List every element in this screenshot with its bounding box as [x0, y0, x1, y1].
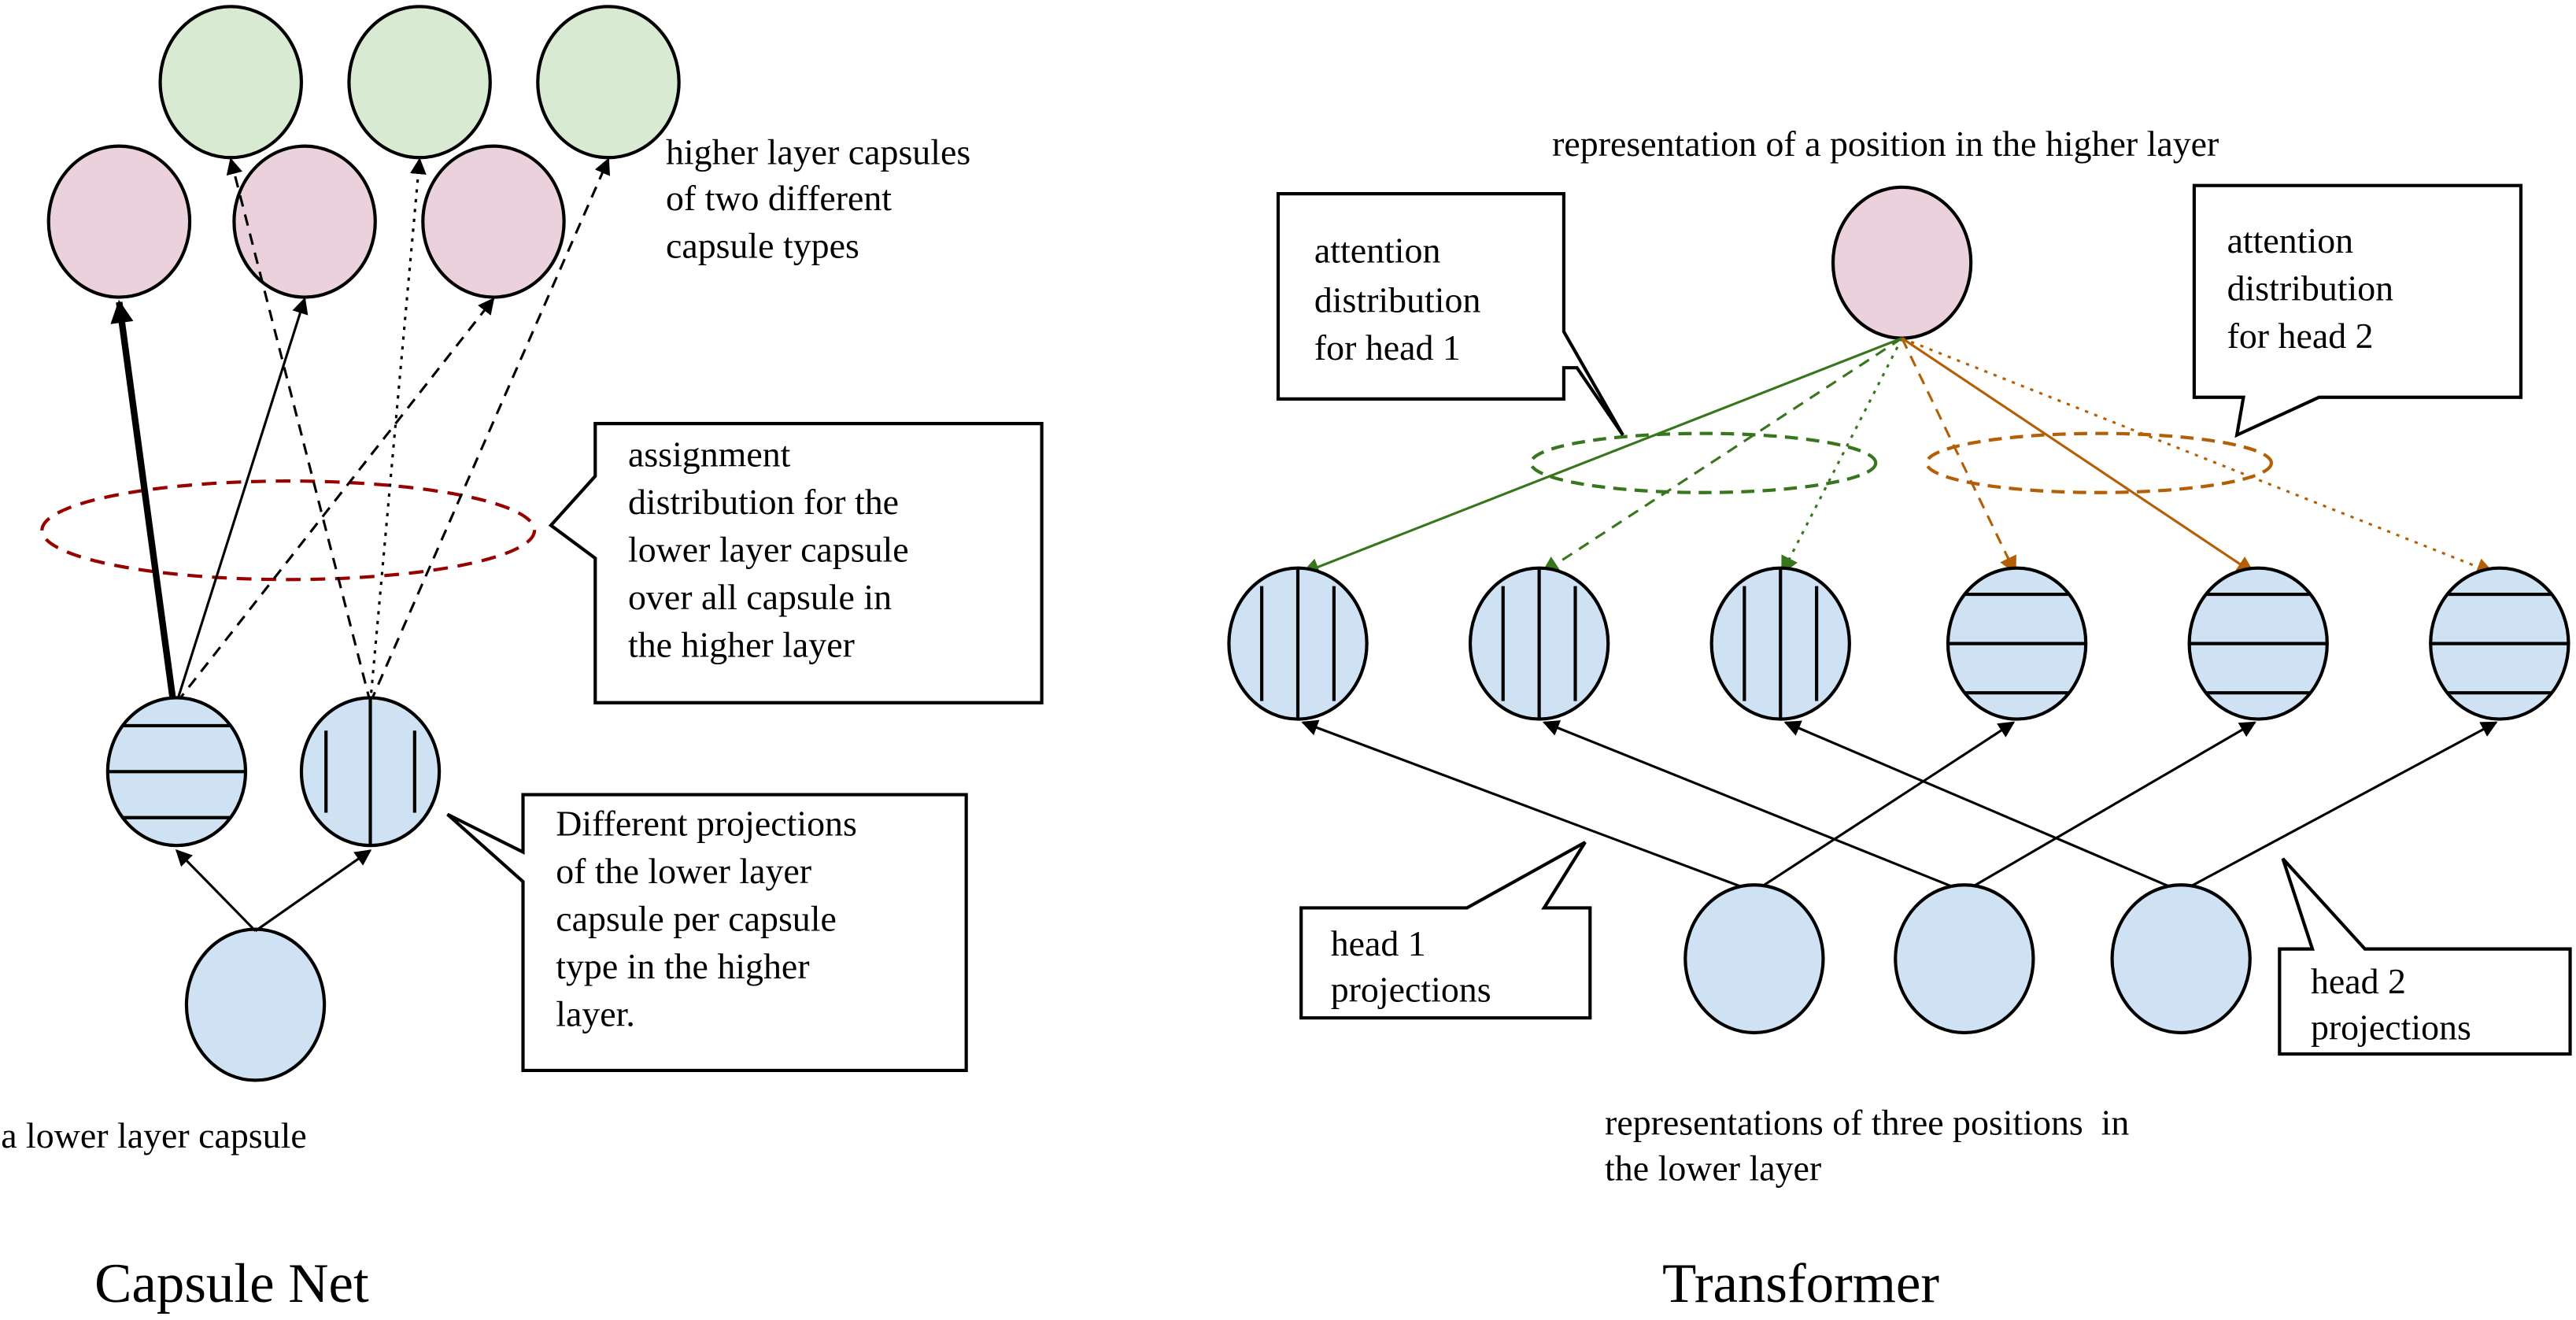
- lower-position-node: [1683, 883, 1825, 1035]
- head1-projected-nodes: [1227, 566, 1851, 721]
- svg-text:assignment distributio: assignment distribution for the lower la…: [628, 434, 918, 664]
- lower-position-node: [1894, 883, 2035, 1035]
- head1-arrow: [1301, 337, 1903, 576]
- arrow: [2180, 721, 2498, 893]
- head2-arrow-dashed: [1901, 337, 2016, 575]
- arrow: [254, 849, 372, 932]
- head1-projections-callout: head 1 projections: [1299, 841, 1592, 1020]
- head2-attention-callout: attention distribution for head 2: [2192, 183, 2523, 438]
- projection-node-vertical: [1468, 566, 1610, 721]
- lower-position-node: [2110, 883, 2252, 1035]
- capsule-node: [232, 144, 377, 299]
- lower-position-nodes: [1683, 883, 2252, 1035]
- higher-capsules-type-b: [158, 5, 681, 160]
- head2-arrow: [1901, 337, 2255, 575]
- capsule-net-panel: higher layer capsules of two different c…: [1, 5, 1044, 1314]
- assignment-callout: assignment distribution for the lower la…: [548, 422, 1044, 704]
- transformer-title: Transformer: [1662, 1253, 1939, 1314]
- head2-arrow-dotted: [1902, 337, 2495, 575]
- arrow: [175, 297, 309, 704]
- capsule-node: [347, 5, 492, 160]
- capsule-net-title: Capsule Net: [94, 1253, 369, 1314]
- svg-text:attention distribution: attention distribution for head 2: [2227, 220, 2403, 356]
- arrow: [1301, 719, 1755, 893]
- projection-arrows: [1301, 719, 2498, 893]
- projection-callout: Different projections of the lower layer…: [446, 793, 968, 1073]
- arrow: [1783, 720, 2182, 893]
- head1-arrow-dashed: [1540, 337, 1903, 575]
- projection-node-horizontal: [2429, 566, 2570, 721]
- lower-positions-label: representations of three positions in th…: [1605, 1102, 2138, 1188]
- projection-node-horizontal: [2187, 566, 2329, 721]
- capsule-node: [46, 144, 192, 299]
- arrow: [1964, 721, 2256, 893]
- projection-node-vertical: [1709, 566, 1851, 721]
- attention-arrows: [1301, 337, 2495, 576]
- projection-vertical: [299, 696, 442, 848]
- arrow-dashed: [176, 297, 495, 704]
- arrow-dotted: [368, 157, 427, 703]
- arrow: [1542, 720, 1965, 893]
- higher-position-label: representation of a position in the high…: [1552, 124, 2219, 164]
- head1-arrow-dotted: [1780, 337, 1903, 575]
- capsule-node: [158, 5, 304, 160]
- higher-position-node: [1831, 185, 1973, 340]
- assignment-distribution-ellipse: [40, 479, 537, 582]
- arrow: [1754, 721, 2016, 893]
- assignment-arrows: [110, 157, 610, 704]
- higher-layer-label: higher layer capsules of two different c…: [666, 132, 980, 266]
- head1-attention-callout: attention distribution for head 1: [1276, 192, 1624, 436]
- capsule-node: [421, 144, 566, 299]
- head2-attention-ellipse: [1924, 431, 2273, 494]
- svg-text:Different projections: Different projections of the lower layer…: [556, 804, 866, 1034]
- lower-capsule: [184, 927, 327, 1082]
- arrow-dashed: [369, 157, 610, 704]
- projection-node-horizontal: [1946, 566, 2088, 721]
- arrow-dashed: [226, 157, 372, 704]
- projection-horizontal: [105, 696, 248, 848]
- head2-projected-nodes: [1946, 566, 2570, 721]
- head2-projections-callout: head 2 projections: [2278, 857, 2572, 1056]
- svg-text:head 1 projections: head 1 projections: [1331, 923, 1491, 1009]
- higher-capsules-type-a: [46, 144, 566, 299]
- projection-node-vertical: [1227, 566, 1369, 721]
- arrow-strong: [110, 299, 177, 704]
- head1-attention-ellipse: [1529, 431, 1878, 494]
- lower-capsule-label: a lower layer capsule: [1, 1115, 306, 1155]
- svg-text:head 2 projections: head 2 projections: [2311, 961, 2471, 1047]
- transformer-panel: representation of a position in the high…: [1227, 124, 2572, 1314]
- svg-text:attention distribution: attention distribution for head 1: [1314, 231, 1490, 368]
- capsule-node: [536, 5, 681, 160]
- arrow: [175, 849, 257, 932]
